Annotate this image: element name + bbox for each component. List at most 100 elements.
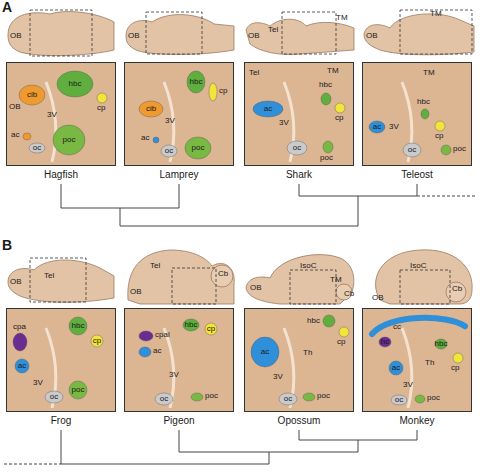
region-label: TM bbox=[330, 276, 342, 284]
cerebellum bbox=[446, 282, 466, 302]
region-shape bbox=[53, 125, 85, 155]
region-shape bbox=[323, 315, 335, 327]
commissure-region: oc bbox=[403, 143, 421, 157]
commissure-region: poc bbox=[185, 137, 211, 159]
region-shape bbox=[19, 85, 45, 105]
commissure-region: cp bbox=[339, 327, 349, 337]
tissue bbox=[6, 308, 116, 412]
tree-line bbox=[4, 464, 61, 465]
region-label: ac bbox=[373, 123, 381, 131]
region-shape bbox=[23, 133, 31, 140]
commissure-region: oc bbox=[155, 393, 173, 405]
commissure-region: poc bbox=[415, 395, 425, 403]
region-label: cib bbox=[146, 105, 156, 113]
region-shape bbox=[303, 393, 315, 401]
region-shape bbox=[421, 109, 429, 119]
region-label: hbc bbox=[69, 80, 82, 88]
region-shape bbox=[139, 347, 151, 357]
brain-outline bbox=[364, 14, 474, 55]
brain-outline bbox=[246, 19, 354, 54]
region-shape bbox=[421, 109, 429, 119]
region-shape bbox=[139, 347, 151, 357]
region-label: cp bbox=[207, 325, 215, 333]
commissure-region: hbc bbox=[187, 71, 205, 93]
region-label: hbc bbox=[185, 321, 198, 329]
commissure-region: poc bbox=[191, 393, 203, 401]
region-label: IsoC bbox=[300, 262, 316, 270]
region-label: OB bbox=[9, 103, 21, 111]
region-label: poc bbox=[317, 392, 330, 400]
region-label: TM bbox=[430, 10, 442, 18]
commissure-region: ac bbox=[253, 101, 283, 117]
region-label: oc bbox=[395, 396, 403, 404]
commissure-region: cp bbox=[205, 323, 217, 335]
region-label: ac bbox=[264, 105, 272, 113]
region-label: hbc bbox=[190, 78, 203, 86]
region-shape bbox=[372, 318, 465, 334]
region-shape bbox=[139, 331, 153, 341]
region-shape bbox=[205, 323, 217, 335]
region-shape bbox=[13, 333, 27, 351]
commissure-region: oc bbox=[45, 391, 63, 403]
region-shape bbox=[323, 315, 335, 327]
region-shape bbox=[69, 381, 87, 399]
region-label: Tel bbox=[44, 272, 54, 280]
region-shape bbox=[183, 319, 199, 331]
ventricle bbox=[164, 82, 174, 162]
region-shape bbox=[153, 137, 159, 143]
region-shape bbox=[403, 143, 421, 157]
region-shape bbox=[339, 327, 349, 337]
zoom-panel: 3Vcpalhbccpacocpoc bbox=[124, 308, 234, 412]
region-label: IsoC bbox=[410, 262, 426, 270]
region-label: Tel bbox=[249, 69, 259, 77]
region-label: cp bbox=[451, 364, 459, 372]
region-shape bbox=[415, 395, 425, 403]
commissure-region: poc bbox=[441, 145, 451, 155]
commissure-region: hbc bbox=[435, 339, 447, 349]
panel-letter: A bbox=[2, 0, 12, 14]
ventricle bbox=[46, 82, 412, 408]
species-name: Pigeon bbox=[163, 416, 194, 426]
region-label: Th bbox=[303, 349, 312, 357]
commissure-region: hbc bbox=[323, 315, 335, 327]
region-shape bbox=[321, 93, 331, 105]
region-label: poc bbox=[205, 392, 218, 400]
region-label: cp bbox=[337, 338, 345, 346]
tissue bbox=[244, 308, 354, 412]
commissure-region: cp bbox=[453, 353, 463, 363]
region-label: OB bbox=[366, 32, 378, 40]
brain-outline bbox=[8, 12, 114, 56]
region-label: TM bbox=[423, 69, 435, 77]
region-label: oc bbox=[293, 144, 301, 152]
zoom-frame bbox=[282, 12, 336, 54]
tissue bbox=[124, 308, 234, 412]
region-label: cp bbox=[93, 337, 101, 345]
region-label: OB bbox=[372, 294, 384, 302]
region-label: 3V bbox=[389, 123, 399, 131]
tissue bbox=[124, 62, 234, 166]
region-label: poc bbox=[72, 386, 85, 394]
region-shape bbox=[251, 337, 279, 367]
tissue bbox=[6, 62, 116, 166]
tree-line bbox=[61, 184, 417, 226]
commissure-region: poc bbox=[53, 125, 85, 155]
commissure-region: poc bbox=[303, 393, 315, 401]
tissue bbox=[244, 62, 354, 166]
region-label: Cb bbox=[218, 270, 228, 278]
commissure-region: ac bbox=[23, 133, 31, 140]
commissure-region: cib bbox=[19, 85, 45, 105]
species-name: Opossum bbox=[278, 416, 321, 426]
region-label: cp bbox=[219, 87, 227, 95]
region-shape bbox=[369, 121, 385, 133]
commissure-region: cp bbox=[97, 93, 107, 103]
region-label: TM bbox=[336, 14, 348, 22]
zoom-frame bbox=[400, 270, 450, 304]
region-shape bbox=[453, 353, 463, 363]
region-shape bbox=[303, 393, 315, 401]
region-shape bbox=[13, 333, 27, 351]
region-shape bbox=[321, 93, 331, 105]
region-shape bbox=[161, 145, 177, 157]
zoom-frame bbox=[30, 258, 86, 302]
brain-outline bbox=[246, 255, 354, 304]
